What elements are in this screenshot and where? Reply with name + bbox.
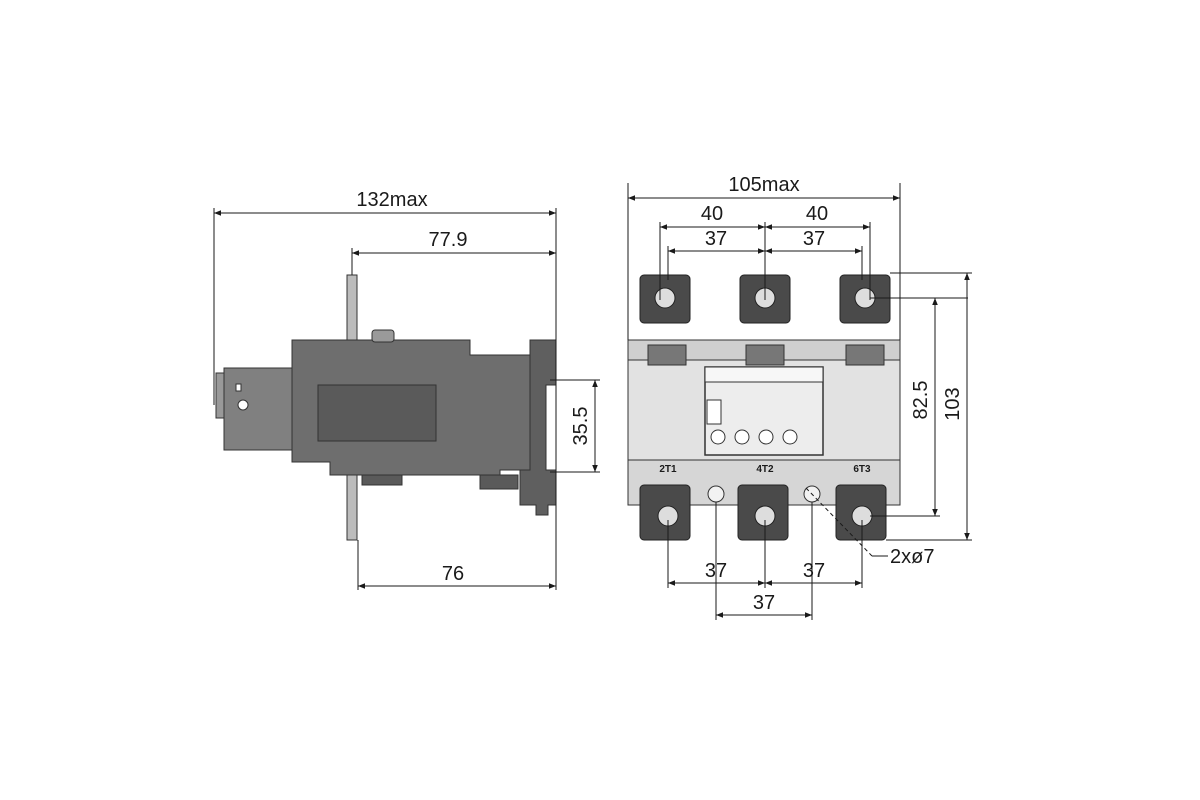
mounting-hole-icon (707, 485, 725, 503)
terminal-label-6t3: 6T3 (853, 464, 871, 475)
side-label-window (317, 384, 437, 442)
control-panel-header (704, 366, 824, 383)
adjust-screw-icon (710, 429, 726, 445)
dim-105-label: 105max (728, 174, 799, 196)
top-terminal-3 (839, 274, 891, 366)
top-terminal-neck (845, 344, 885, 366)
side-screw-icon (237, 399, 249, 411)
dim-37-top-right-label: 37 (803, 228, 825, 250)
front-view: 2T1 4T2 6T3 105max 40 40 37 37 37 37 (627, 174, 972, 620)
dim-132-label: 132max (356, 189, 427, 211)
adjust-screw-icon (734, 429, 750, 445)
terminal-label-2t1: 2T1 (659, 464, 677, 475)
adjust-screws (710, 429, 798, 445)
reset-button-icon (706, 399, 722, 425)
side-indicator (235, 383, 242, 392)
dim-103-label: 103 (942, 387, 964, 420)
dim-37-bottom-right-label: 37 (803, 560, 825, 582)
side-bottom-tab-right (479, 474, 519, 490)
side-bottom-tab-left (361, 474, 403, 486)
side-din-clip (519, 339, 557, 516)
top-terminals (639, 274, 891, 366)
top-terminal-neck (647, 344, 687, 366)
bottom-terminal-1 (639, 484, 691, 541)
side-top-knob (371, 329, 395, 343)
dim-76-label: 76 (442, 563, 464, 585)
dim-355-label: 35.5 (570, 407, 592, 446)
side-front-block (223, 367, 295, 451)
side-view: 132max 77.9 76 35.5 (213, 189, 600, 590)
dim-37-top-left-label: 37 (705, 228, 727, 250)
top-terminal-1 (639, 274, 691, 366)
dim-40-right-label: 40 (806, 203, 828, 225)
bottom-terminal-3 (835, 484, 887, 541)
hole-label: 2xø7 (890, 546, 934, 568)
dim-825-label: 82.5 (910, 381, 932, 420)
terminal-screw-icon (654, 287, 676, 309)
dim-779-label: 77.9 (429, 229, 468, 251)
dim-40-left-label: 40 (701, 203, 723, 225)
top-terminal-neck (745, 344, 785, 366)
bottom-terminals (639, 484, 887, 541)
adjust-screw-icon (782, 429, 798, 445)
dim-holes-label: 37 (753, 592, 775, 614)
hole-leader-line (805, 487, 873, 557)
side-view-body (215, 274, 557, 541)
adjust-screw-icon (758, 429, 774, 445)
bottom-terminal-2 (737, 484, 789, 541)
terminal-label-4t2: 4T2 (756, 464, 774, 475)
